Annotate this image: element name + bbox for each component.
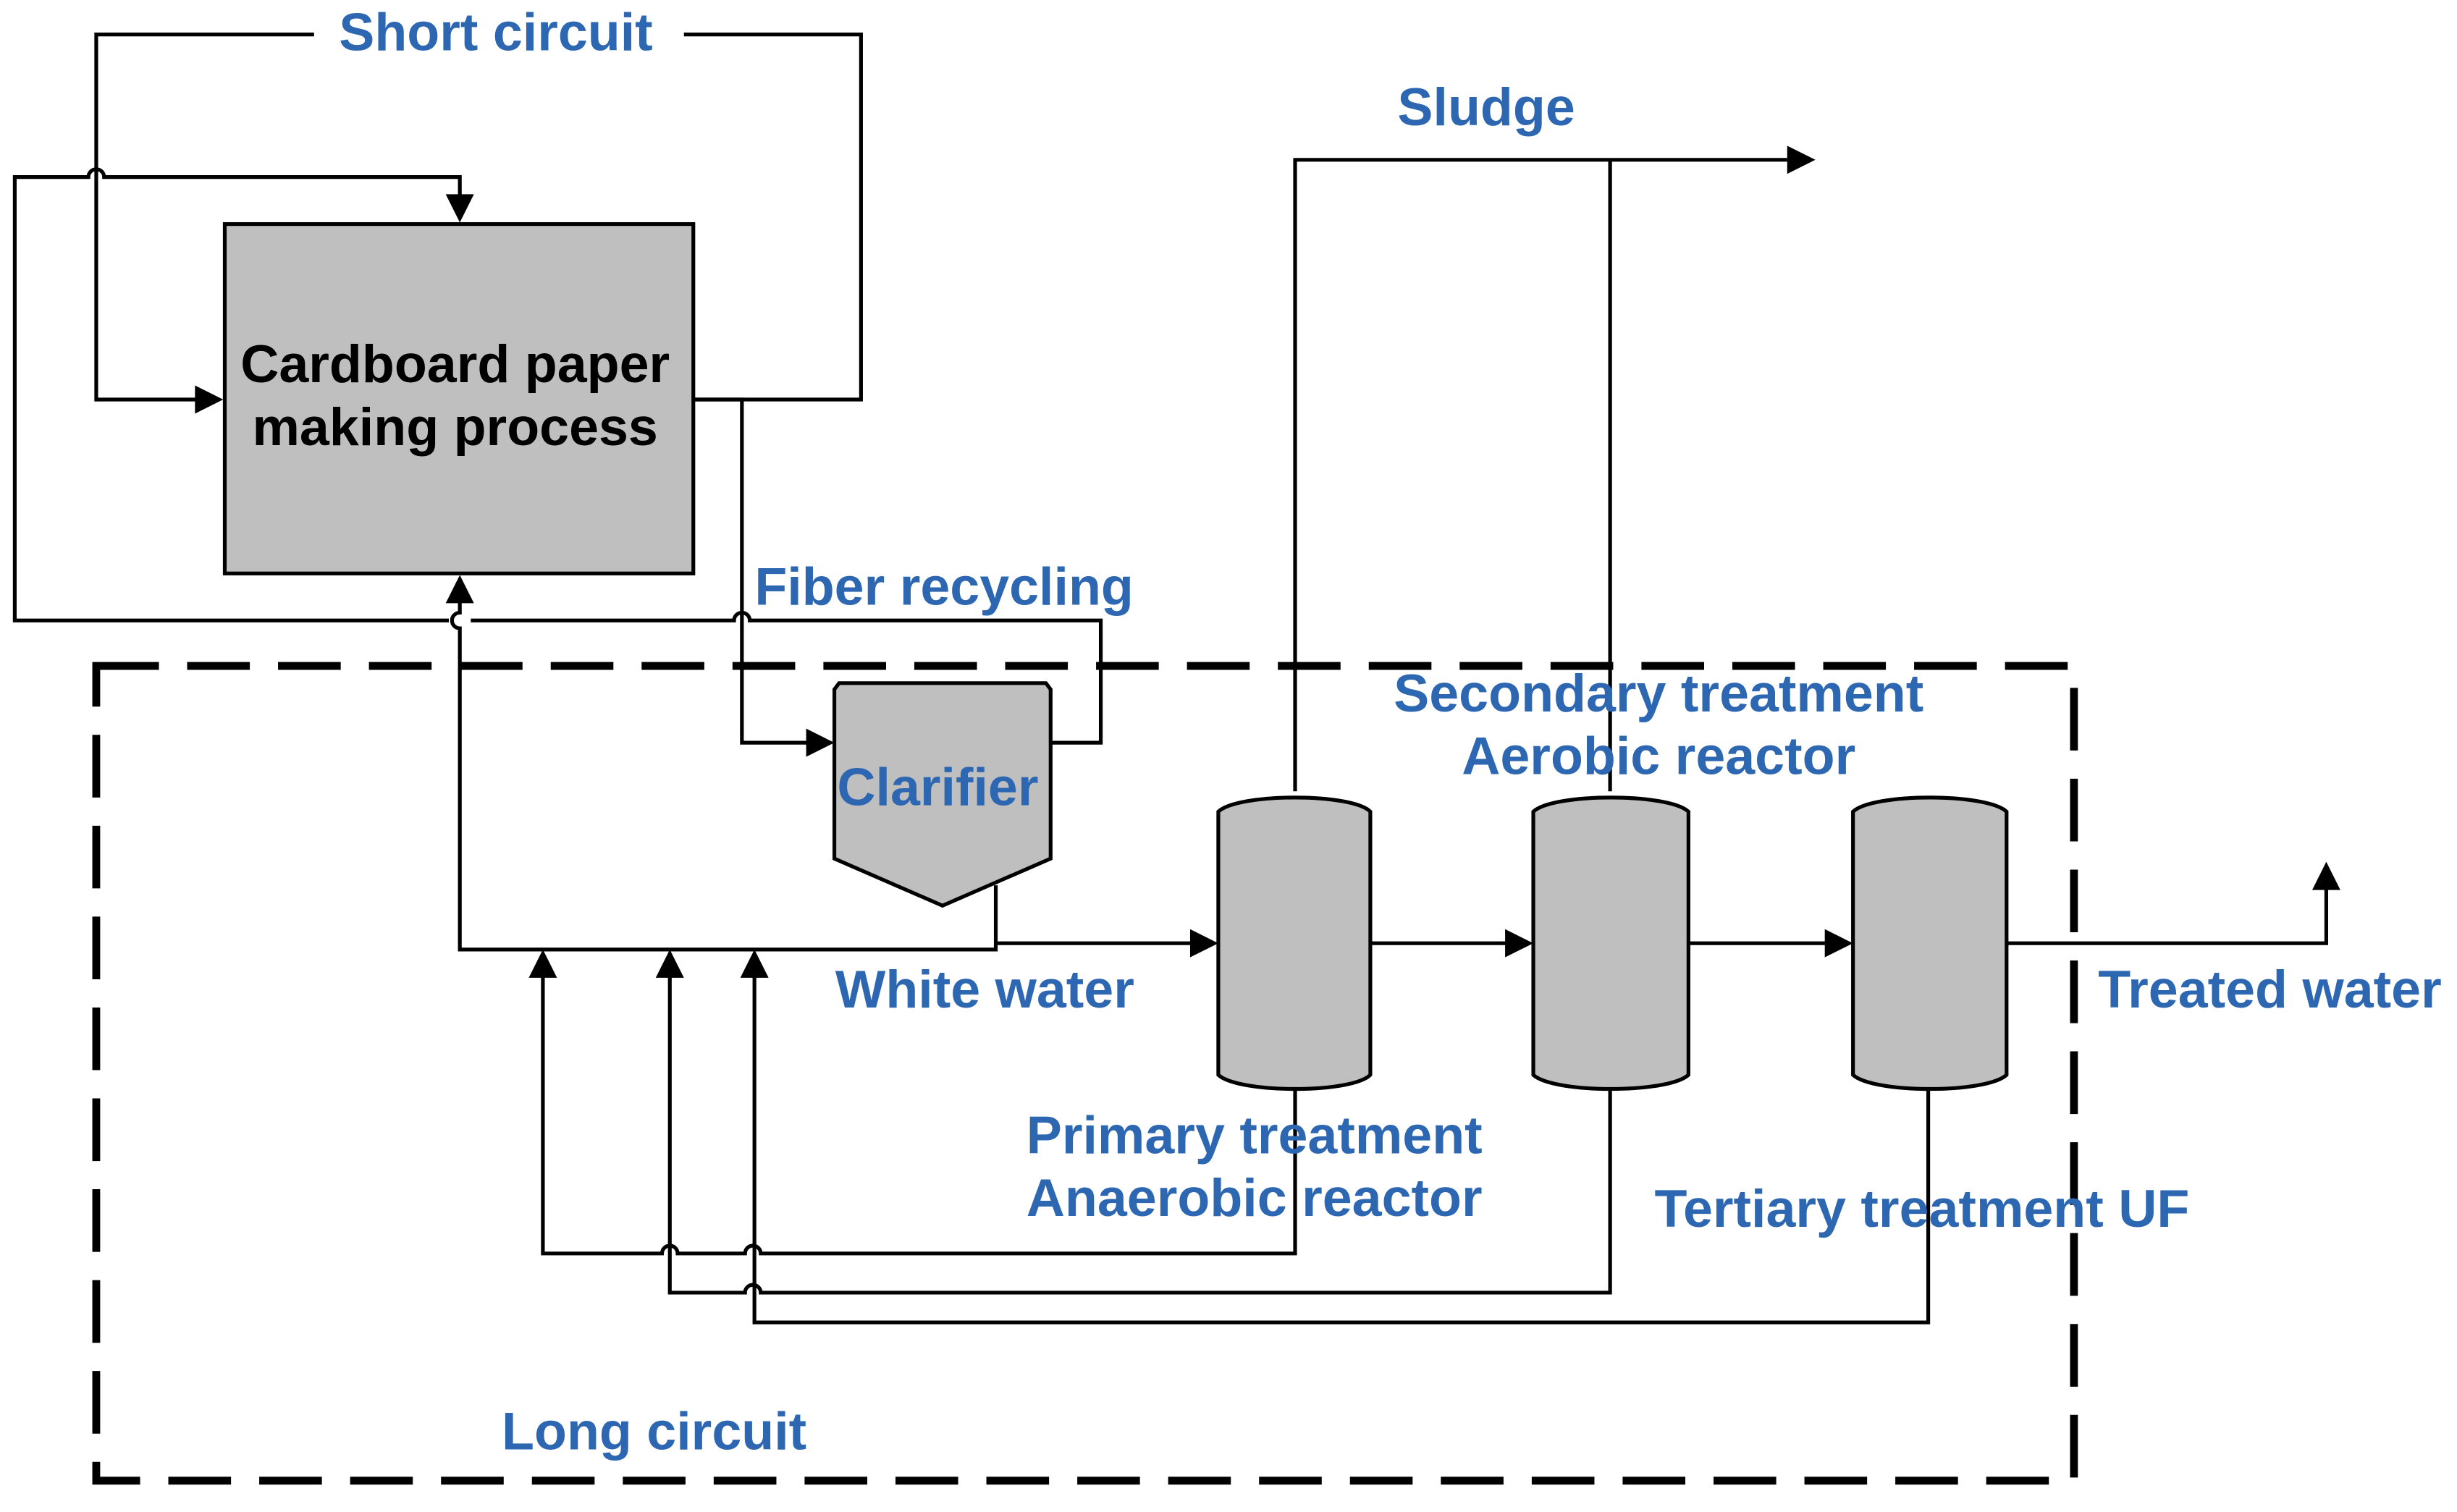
primary-return-line <box>541 971 1297 1256</box>
arrow-short-circuit-in <box>195 385 224 414</box>
arrow-tertiary-return <box>740 949 769 978</box>
secondary-reactor <box>1531 795 1690 1091</box>
aerobic-reactor-label: Aerobic reactor <box>1462 725 1855 785</box>
arrow-to-clarifier <box>806 728 835 757</box>
short-circuit-loop <box>94 33 863 402</box>
outer-return-loop <box>12 167 462 622</box>
anaerobic-reactor-label: Anaerobic reactor <box>1027 1167 1483 1228</box>
process-to-clarifier-line <box>693 397 809 745</box>
arrow-sludge-out <box>1787 145 1816 174</box>
arrow-treated-water-out <box>2311 861 2340 890</box>
arrow-to-primary <box>1189 929 1218 958</box>
arrow-secondary-return <box>655 949 684 978</box>
clarifier-label: Clarifier <box>837 757 1038 817</box>
clarifier-vessel <box>832 681 1053 908</box>
tertiary-reactor <box>1851 795 2009 1091</box>
long-circuit-boundary <box>92 662 2078 1485</box>
process-box <box>222 221 696 575</box>
white-water-header <box>450 598 998 952</box>
primary-treatment-label: Primary treatment <box>1027 1105 1483 1165</box>
sludge-label: Sludge <box>1397 77 1575 137</box>
tertiary-return-line <box>752 971 1931 1325</box>
arrow-primary-return <box>528 949 557 978</box>
long-circuit-label: Long circuit <box>502 1401 806 1461</box>
white-water-label: White water <box>835 959 1134 1019</box>
process-label-line1: Cardboard paper <box>240 334 670 394</box>
arrow-to-tertiary <box>1824 929 1853 958</box>
sludge-line <box>1293 158 1787 792</box>
treated-water-label: Treated water <box>2098 959 2441 1019</box>
arrow-return-to-process <box>445 575 474 604</box>
arrow-to-secondary <box>1505 929 1534 958</box>
tertiary-treatment-label: Tertiary treatment UF <box>1654 1178 2189 1238</box>
arrow-outer-loop-in <box>445 194 474 223</box>
primary-reactor <box>1216 795 1373 1091</box>
fiber-recycling-label: Fiber recycling <box>754 557 1134 617</box>
secondary-treatment-label: Secondary treatment <box>1394 663 1923 723</box>
process-label-line2: making process <box>253 397 658 457</box>
short-circuit-label: Short circuit <box>339 1 652 62</box>
treated-water-outlet <box>2006 885 2329 945</box>
